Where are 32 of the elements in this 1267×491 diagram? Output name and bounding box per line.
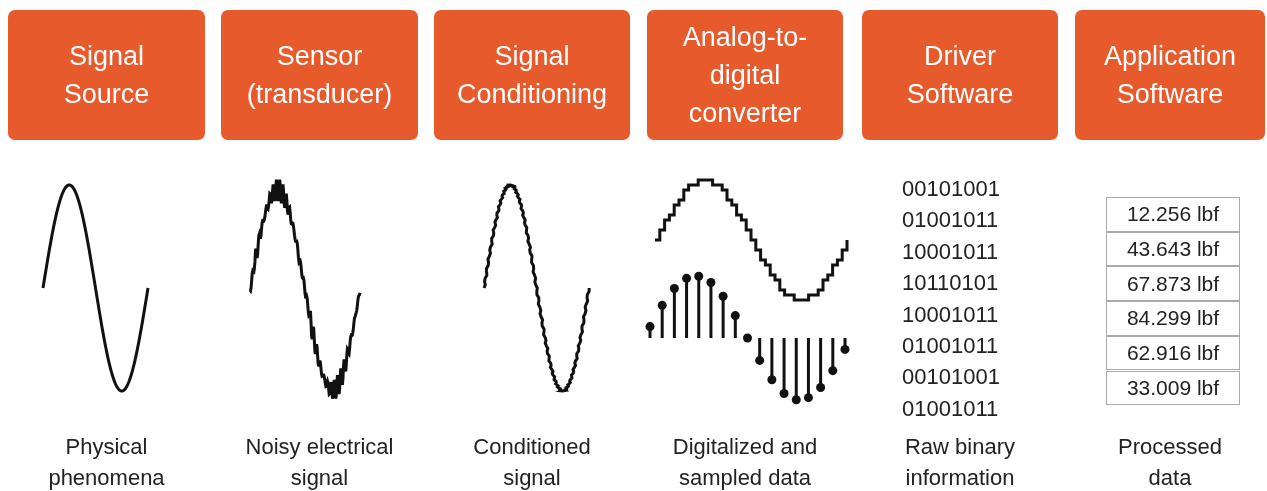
binary-value: 10110101: [902, 272, 999, 295]
process-box: [862, 10, 1058, 140]
process-box: [221, 10, 418, 140]
binary-value: 00101001: [902, 178, 1000, 200]
stage-title: Sensor (transducer): [245, 39, 394, 111]
stage-caption: Conditioned signal: [472, 433, 592, 491]
stage-title: Driver Software: [905, 39, 1015, 111]
stage-caption: Raw binary information: [903, 433, 1016, 491]
table-cell: 84.299 lbf: [1106, 301, 1240, 336]
process-box: [647, 10, 843, 140]
stage-title: Signal Source: [62, 39, 151, 111]
process-box: [434, 10, 630, 140]
binary-value: 00101001: [902, 366, 1000, 389]
binary-value: 01001011: [902, 209, 999, 232]
binary-value: 10001011: [902, 240, 999, 263]
binary-value: 10001011: [902, 303, 999, 326]
stage-caption: Physical phenomena: [47, 433, 166, 491]
table-cell: 62.916 lbf: [1106, 335, 1240, 371]
table-cell: 67.873 lbf: [1106, 266, 1240, 302]
table-cell: 12.256 lbf: [1106, 197, 1240, 232]
stage-caption: Noisy electrical signal: [244, 433, 395, 491]
binary-value: 01001011: [902, 397, 999, 420]
process-box: [1075, 10, 1265, 140]
stage-title: Analog-to-digital converter: [681, 20, 809, 131]
table-cell: 33.009 lbf: [1106, 370, 1240, 406]
stage-title: Application Software: [1102, 39, 1238, 111]
stage-title: Signal Conditioning: [455, 39, 609, 111]
stage-caption: Digitalized and sampled data: [671, 433, 819, 491]
process-box: [8, 10, 205, 140]
table-cell: 43.643 lbf: [1106, 231, 1240, 267]
stage-caption: Processed data: [1117, 433, 1223, 491]
binary-value: 01001011: [902, 335, 999, 357]
